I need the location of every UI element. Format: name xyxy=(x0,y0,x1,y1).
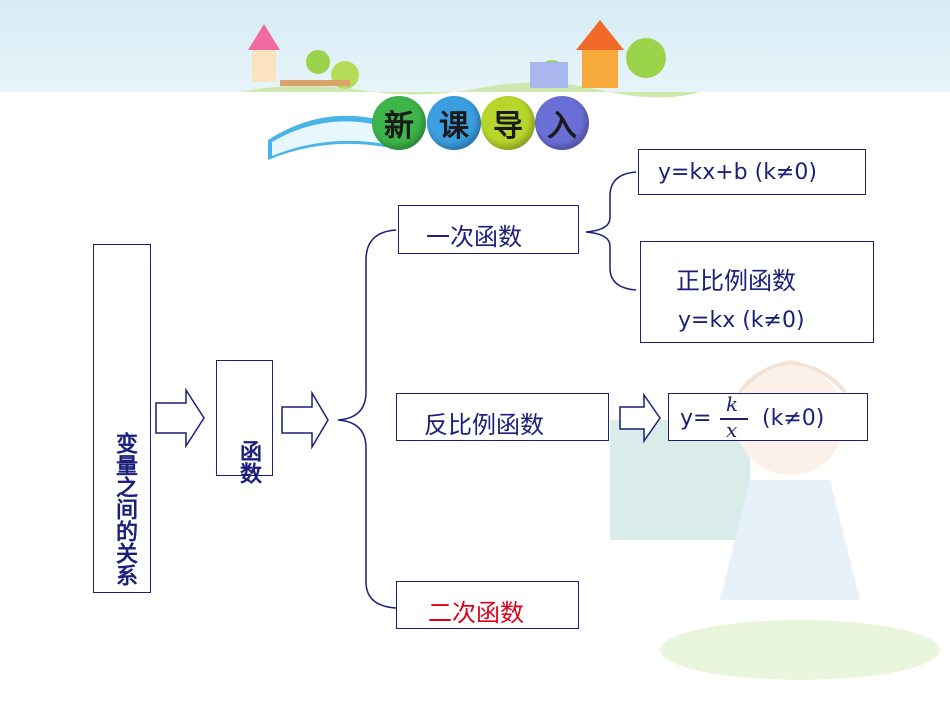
title-char-4: 入 xyxy=(535,96,589,150)
header-banner xyxy=(0,0,950,92)
inverse-formula-box xyxy=(668,393,868,441)
main-brace xyxy=(337,229,397,609)
root-label: 变量之间的关系 xyxy=(112,432,137,586)
linear-general-formula: y=kx+b (k≠0) xyxy=(658,160,817,185)
proportional-formula: y=kx (k≠0) xyxy=(678,308,805,333)
root-box xyxy=(93,244,151,593)
quadratic-box xyxy=(396,581,579,629)
inverse-formula-prefix: y= xyxy=(680,406,712,431)
header-scenery xyxy=(240,20,700,160)
proportional-title: 正比例函数 xyxy=(676,267,796,295)
inverse-formula-denominator: x xyxy=(726,418,738,442)
linear-box xyxy=(398,205,579,254)
title-char-1: 新 xyxy=(372,96,426,150)
fraction-bar xyxy=(720,418,748,420)
title-char-3: 导 xyxy=(481,96,535,150)
inverse-formula-numerator: k xyxy=(726,392,739,416)
arrow-function-to-types xyxy=(281,390,329,450)
linear-brace xyxy=(585,171,637,291)
linear-label: 一次函数 xyxy=(426,223,522,251)
linear-general-box xyxy=(638,149,866,195)
proportional-box xyxy=(640,241,874,343)
inverse-box xyxy=(396,393,609,441)
inverse-label: 反比例函数 xyxy=(424,411,544,439)
title-char-2: 课 xyxy=(427,96,481,150)
function-label: 函数 xyxy=(236,440,261,484)
inverse-formula-suffix: (k≠0) xyxy=(762,406,825,431)
quadratic-label: 二次函数 xyxy=(428,599,524,627)
arrow-inverse-to-formula xyxy=(619,392,661,444)
arrow-root-to-function xyxy=(155,387,205,449)
function-box xyxy=(216,360,273,476)
